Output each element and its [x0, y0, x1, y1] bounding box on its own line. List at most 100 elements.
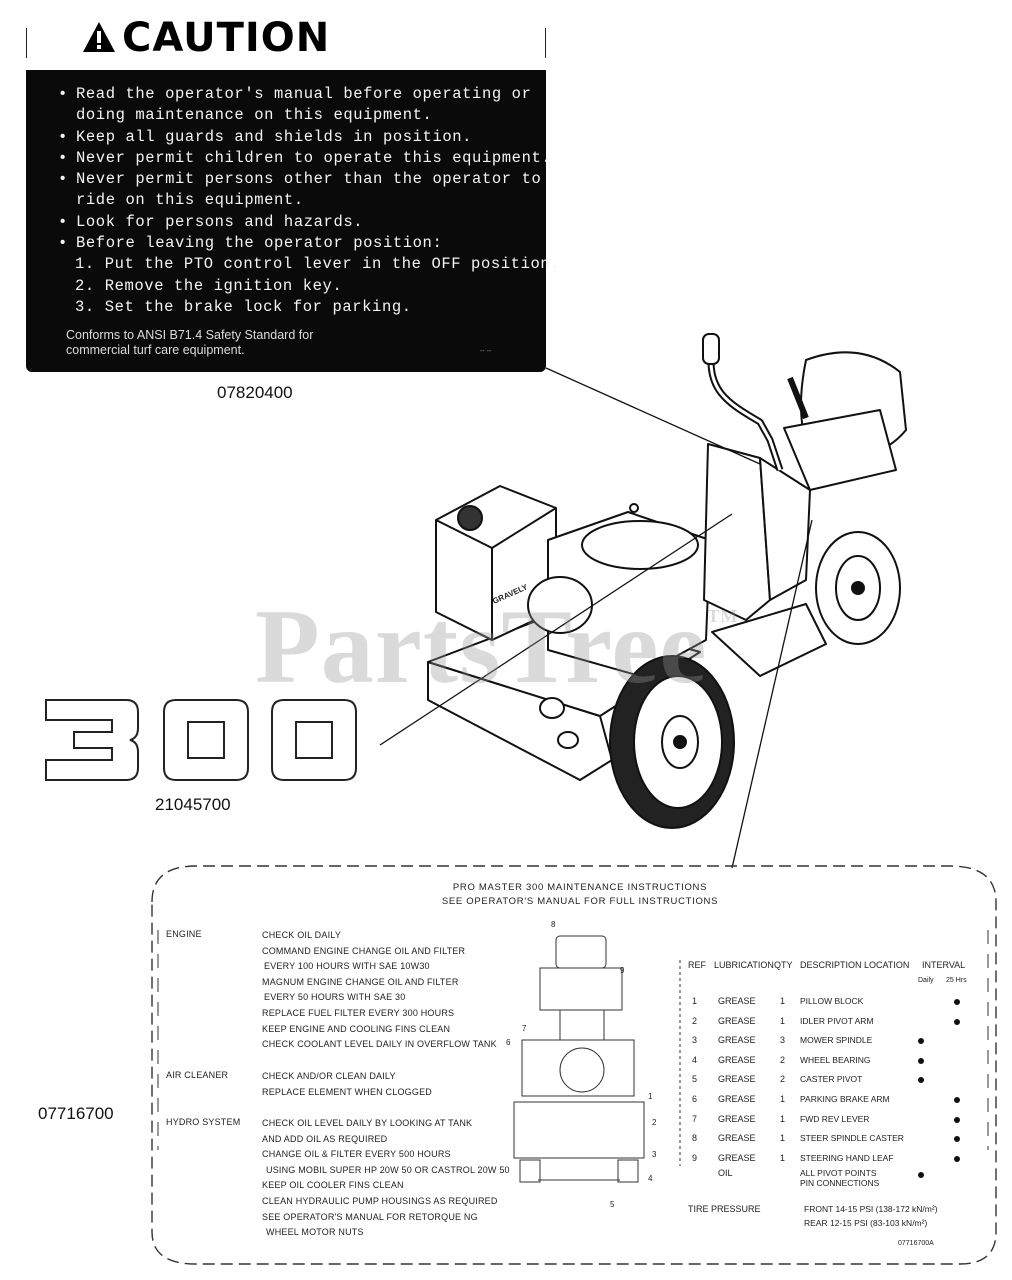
caution-item: 1. Put the PTO control lever in the OFF … — [75, 255, 561, 274]
caution-item: ride on this equipment. — [76, 191, 304, 210]
oil-row-line: ALL PIVOT POINTS — [800, 1168, 877, 1178]
table-cell-ref: 7 — [692, 1113, 698, 1124]
maintenance-subtitle: SEE OPERATOR'S MANUAL FOR FULL INSTRUCTI… — [441, 896, 719, 907]
callout-number: 6 — [506, 1038, 511, 1047]
instruction-line: CHECK OIL LEVEL DAILY BY LOOKING AT TANK — [262, 1118, 473, 1128]
table-cell-qty: 2 — [780, 1054, 786, 1065]
table-cell-lubrication: GREASE — [718, 1113, 756, 1124]
instruction-line: REPLACE ELEMENT WHEN CLOGGED — [262, 1086, 432, 1097]
instruction-line: CHANGE OIL & FILTER EVERY 500 HOURS — [262, 1149, 451, 1160]
engine-top — [581, 520, 699, 570]
caution-item: Before leaving the operator position: — [58, 233, 561, 255]
caution-item: Look for persons and hazards. — [58, 212, 561, 234]
instruction-line: COMMAND ENGINE CHANGE OIL AND FILTER — [262, 945, 466, 956]
table-cell-lubrication: GREASE — [718, 1015, 756, 1026]
instruction-line: EVERY 100 HOURS WITH SAE 10W30 — [264, 961, 430, 972]
instruction-line: SEE OPERATOR'S MANUAL FOR RETORQUE NG — [262, 1211, 478, 1222]
table-header-25hrs: 25 Hrs — [946, 977, 967, 984]
interval-mark — [954, 999, 960, 1005]
table-cell-lubrication: GREASE — [718, 1074, 756, 1085]
interval-mark — [918, 1077, 924, 1084]
table-header-daily: Daily — [918, 977, 934, 984]
interval-mark — [954, 1136, 960, 1143]
instruction-line: CHECK OIL DAILY — [262, 930, 342, 940]
table-header-qty: QTY — [774, 960, 793, 970]
caution-heading: CAUTION — [82, 14, 330, 62]
table-cell-qty: 1 — [780, 1094, 786, 1104]
table-cell-qty: 1 — [780, 1015, 786, 1026]
conforms-note: Conforms to ANSI B71.4 Safety Standard f… — [66, 328, 313, 358]
caution-item: Never permit persons other than the oper… — [58, 169, 561, 191]
side-fender — [711, 603, 827, 677]
maintenance-decal-part-number: 07716700 — [38, 1104, 114, 1123]
table-cell-qty: 1 — [780, 996, 786, 1006]
table-cell-lubrication: GREASE — [718, 1094, 756, 1104]
category-air-cleaner: AIR CLEANER — [166, 1070, 229, 1080]
table-header-ref: REF — [688, 960, 706, 970]
conforms-line: commercial turf care equipment. — [66, 343, 245, 357]
decal-corner-tick — [26, 28, 27, 58]
interval-mark — [918, 1172, 924, 1178]
caution-item: 2. Remove the ignition key. — [75, 276, 343, 295]
interval-mark — [954, 1097, 960, 1103]
callout-number: 8 — [551, 920, 556, 929]
table-cell-qty: 1 — [780, 1152, 786, 1163]
leader-line — [379, 513, 733, 746]
oil-row-lubrication: OIL — [718, 1168, 733, 1178]
instruction-line: KEEP OIL COOLER FINS CLEAN — [262, 1180, 404, 1191]
caution-item: Never permit children to operate this eq… — [58, 148, 561, 170]
tire-pressure-front: FRONT 14-15 PSI (138-172 kN/m²) — [804, 1204, 938, 1214]
table-cell-description: IDLER PIVOT ARM — [800, 1015, 874, 1026]
watermark: PartsTreeTM — [255, 586, 738, 708]
interval-mark — [954, 1155, 960, 1162]
table-cell-description: WHEEL BEARING — [800, 1054, 871, 1065]
decal-corner-tick — [545, 28, 546, 58]
table-cell-description: MOWER SPINDLE — [800, 1035, 873, 1046]
callout-number: 9 — [620, 966, 625, 975]
maintenance-title: PRO MASTER 300 MAINTENANCE INSTRUCTIONS — [452, 882, 708, 893]
table-cell-description: PILLOW BLOCK — [800, 996, 864, 1006]
table-cell-lubrication: GREASE — [718, 1035, 756, 1046]
table-cell-ref: 1 — [692, 996, 698, 1006]
air-cleaner — [527, 576, 593, 634]
table-cell-description: FWD REV LEVER — [800, 1113, 870, 1124]
instruction-line: CHECK AND/OR CLEAN DAILY — [262, 1071, 396, 1081]
warning-triangle-icon — [83, 22, 115, 52]
interval-mark — [918, 1038, 924, 1045]
table-header-interval: INTERVAL — [922, 960, 966, 970]
interval-mark — [918, 1057, 924, 1064]
table-header-lubrication: LUBRICATION — [714, 960, 774, 970]
category-engine: ENGINE — [166, 929, 202, 939]
instruction-line: CLEAN HYDRAULIC PUMP HOUSINGS AS REQUIRE… — [262, 1196, 498, 1206]
callout-number: 5 — [610, 1200, 615, 1209]
decal-code: -- -- — [480, 348, 492, 355]
table-cell-description: CASTER PIVOT — [800, 1074, 863, 1085]
table-cell-ref: 5 — [692, 1074, 698, 1085]
oil-row-line: PIN CONNECTIONS — [800, 1178, 880, 1188]
table-cell-ref: 6 — [692, 1094, 698, 1104]
table-cell-description: STEER SPINDLE CASTER — [800, 1133, 904, 1144]
caution-item: Read the operator's manual before operat… — [58, 84, 561, 106]
instruction-line: WHEEL MOTOR NUTS — [266, 1227, 364, 1238]
caution-item: 3. Set the brake lock for parking. — [75, 297, 412, 316]
callout-number: 7 — [522, 1024, 527, 1033]
table-header-description: DESCRIPTION LOCATION — [800, 960, 910, 970]
table-cell-ref: 4 — [692, 1054, 698, 1065]
handle-grip — [702, 333, 720, 365]
model-decal-part-number: 21045700 — [155, 795, 231, 814]
conforms-line: Conforms to ANSI B71.4 Safety Standard f… — [66, 328, 314, 342]
mower-illustration: GRAVELY — [379, 333, 907, 869]
interval-mark — [954, 1116, 960, 1123]
caution-title: CAUTION — [122, 15, 331, 61]
instruction-line: AND ADD OIL AS REQUIRED — [262, 1133, 388, 1144]
caution-decal-box: Read the operator's manual before operat… — [26, 70, 560, 372]
caution-item: doing maintenance on this equipment. — [76, 106, 433, 125]
caution-list: Read the operator's manual before operat… — [58, 84, 561, 318]
callout-number: 3 — [652, 1150, 657, 1159]
table-cell-lubrication: GREASE — [718, 1133, 756, 1144]
table-cell-lubrication: GREASE — [718, 1054, 756, 1065]
model-number-graphic — [45, 699, 357, 781]
instruction-line: USING MOBIL SUPER HP 20W 50 OR CASTROL 2… — [266, 1164, 510, 1175]
